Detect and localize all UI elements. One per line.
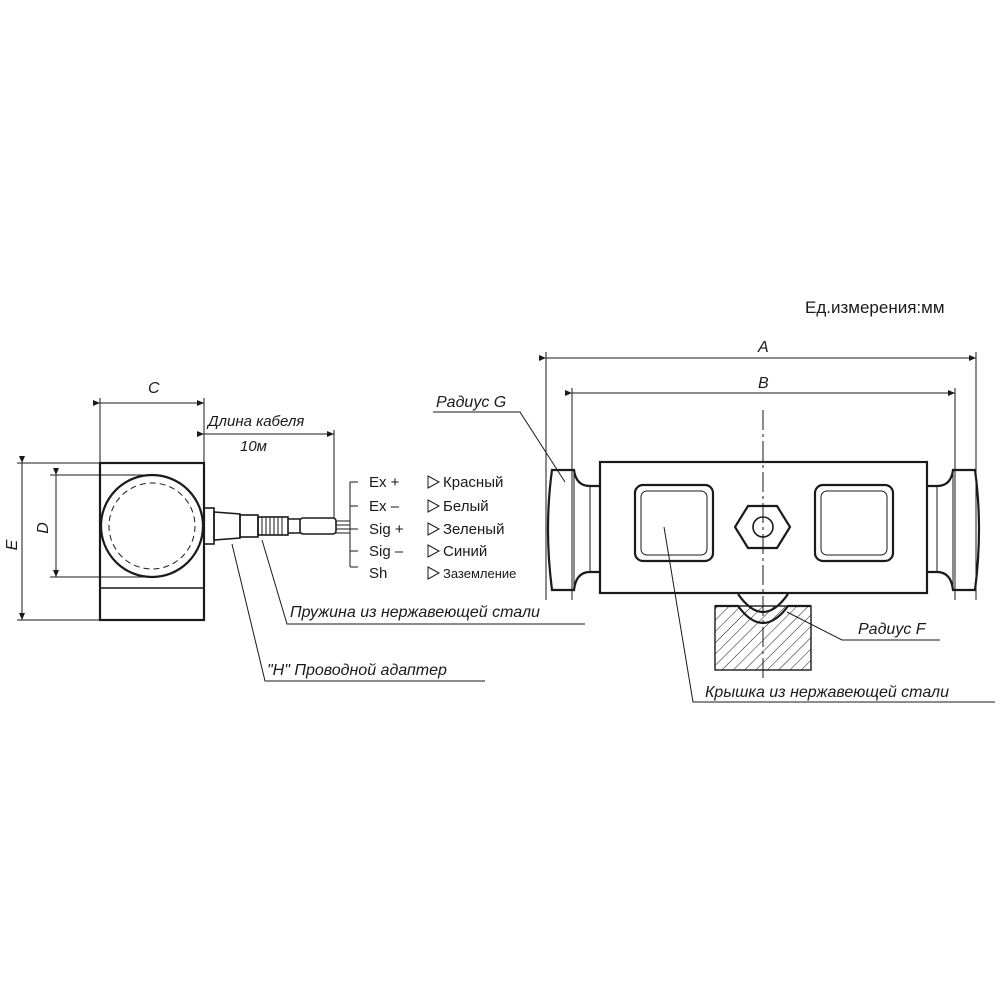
wire-color: Заземление (443, 566, 516, 581)
wire-color: Синий (443, 543, 487, 560)
cover-callout: Крышка из нержавеющей стали (663, 526, 995, 703)
dim-d-label: D (35, 522, 52, 534)
hatched-base (714, 605, 812, 671)
wire-signal: Sig – (369, 543, 404, 560)
units-note: Ед.измерения:мм (805, 298, 945, 317)
cable-length-value: 10м (240, 438, 267, 455)
cable-gland (203, 507, 215, 545)
radius-g-label: Радиус G (436, 394, 506, 411)
wire-color: Красный (443, 474, 503, 491)
wire-row: Sh Заземление (369, 565, 516, 582)
wire-row: Sig – Синий (369, 543, 487, 560)
left-bushing (546, 468, 600, 592)
radius-f-label: Радиус F (858, 621, 927, 638)
spring-callout-label: Пружина из нержавеющей стали (290, 604, 540, 621)
wire-color: Зеленый (443, 521, 504, 538)
wiring-table: Ex + Красный Ex – Белый Sig + Зеленый Si… (369, 474, 516, 582)
wiring-bracket (349, 481, 358, 568)
dim-a-label: A (757, 339, 769, 356)
dim-e-label: E (4, 539, 21, 550)
hex-nut (733, 504, 792, 550)
triangle-icon (427, 566, 441, 580)
side-round-cap (99, 473, 205, 579)
dim-b-label: B (758, 375, 769, 392)
spring (257, 516, 289, 536)
wire-row: Sig + Зеленый (369, 521, 504, 538)
cable-length-label: Длина кабеля (206, 413, 304, 430)
wire-signal: Ex + (369, 474, 400, 491)
wire-row: Ex – Белый (369, 498, 489, 515)
cable (288, 518, 300, 534)
front-window-right (813, 483, 895, 563)
spring-callout: Пружина из нержавеющей стали (261, 539, 585, 625)
wire-signal: Sh (369, 565, 387, 582)
wire-signal: Ex – (369, 498, 400, 515)
adapter-callout-label: "H" Проводной адаптер (267, 662, 447, 679)
front-view: A B (539, 339, 981, 680)
dim-c-label: C (148, 380, 160, 397)
side-body (98, 461, 206, 622)
triangle-icon (427, 475, 441, 489)
triangle-icon (427, 544, 441, 558)
adapter-callout: "H" Проводной адаптер (231, 543, 485, 682)
triangle-icon (427, 499, 441, 513)
front-body (598, 460, 929, 595)
radius-g-callout: Радиус G (433, 394, 566, 483)
cover-callout-label: Крышка из нержавеющей стали (705, 684, 949, 701)
front-window-left (633, 483, 715, 563)
wire-color: Белый (443, 498, 489, 515)
wire-row: Ex + Красный (369, 474, 503, 491)
wire-signal: Sig + (369, 521, 404, 538)
radius-f-callout: Радиус F (786, 611, 940, 641)
right-bushing (927, 468, 981, 592)
triangle-icon (427, 522, 441, 536)
side-view: C E D Длина кабеля 10м (4, 380, 358, 622)
